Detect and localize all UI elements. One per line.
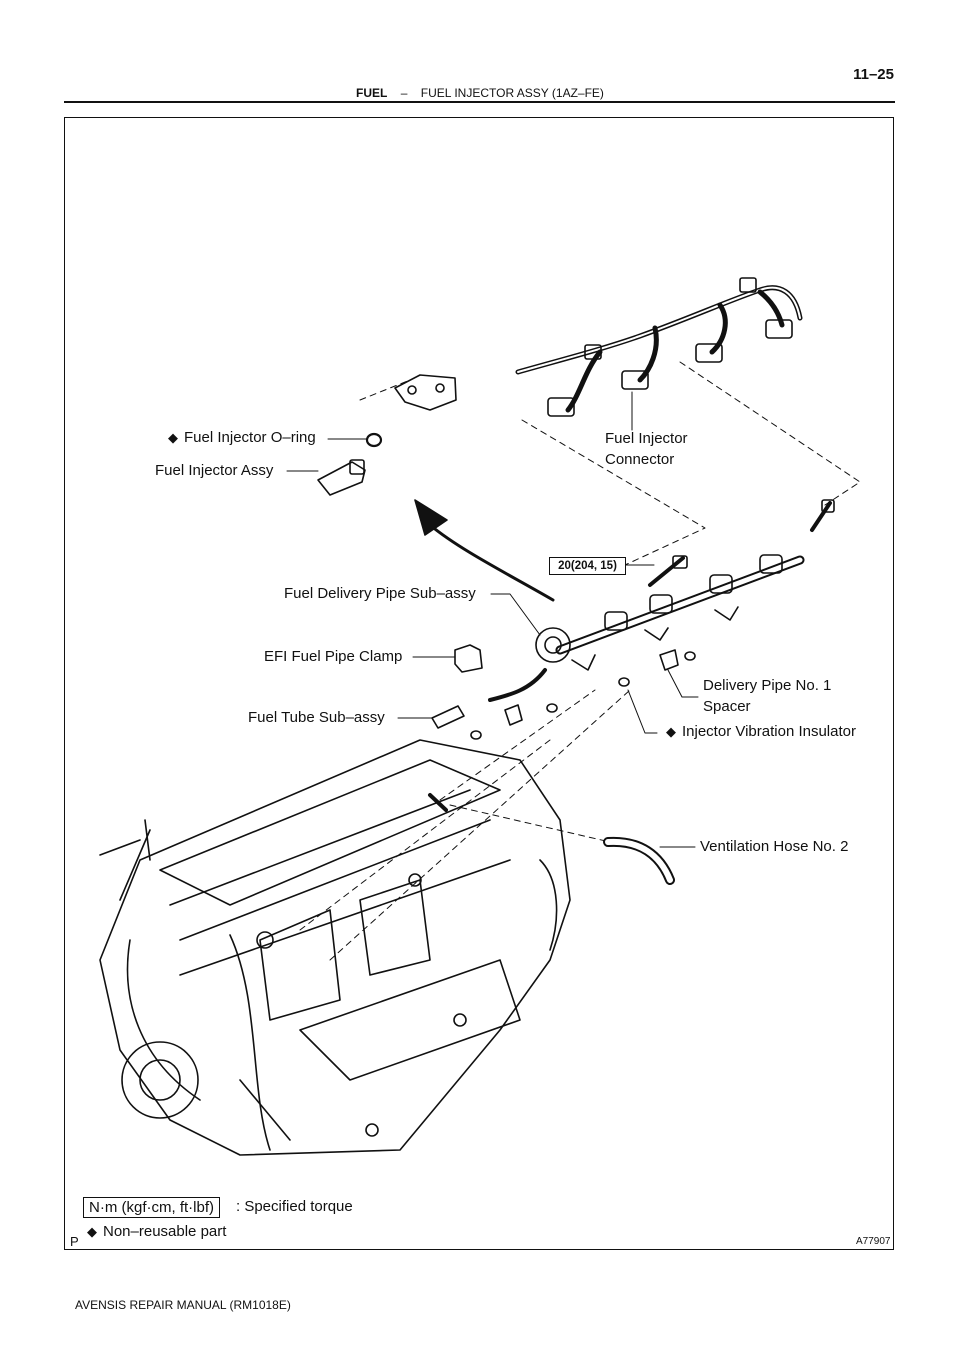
- legend-non-reusable: ◆ Non–reusable part: [87, 1223, 226, 1240]
- label-text: Fuel Injector O–ring: [184, 429, 316, 446]
- manual-footer: AVENSIS REPAIR MANUAL (RM1018E): [75, 1298, 291, 1312]
- label-fuel-injector-connector-2: Connector: [605, 451, 675, 468]
- legend-torque-unit: N·m (kgf·cm, ft·lbf): [83, 1197, 220, 1218]
- label-injector-vibration-insulator: ◆ Injector Vibration Insulator: [666, 723, 856, 740]
- label-efi-fuel-pipe-clamp: EFI Fuel Pipe Clamp: [264, 648, 403, 665]
- figure-marker: P: [70, 1234, 79, 1249]
- page-number: 11–25: [853, 66, 894, 83]
- label-ventilation-hose: Ventilation Hose No. 2: [700, 838, 849, 855]
- page-header: FUEL – FUEL INJECTOR ASSY (1AZ–FE): [0, 86, 960, 100]
- wire-harness: [515, 277, 803, 417]
- legend-non-reusable-text: Non–reusable part: [103, 1223, 227, 1240]
- header-separator: –: [400, 86, 408, 100]
- engine-block-outline: [99, 739, 571, 1156]
- legend-torque-text: : Specified torque: [236, 1198, 353, 1215]
- label-delivery-pipe-spacer-1: Delivery Pipe No. 1: [703, 677, 832, 694]
- label-fuel-injector-oring: ◆ Fuel Injector O–ring: [168, 429, 316, 446]
- torque-spec-box: 20(204, 15): [549, 557, 626, 575]
- label-fuel-injector-assy: Fuel Injector Assy: [155, 462, 274, 479]
- figure-frame: [64, 117, 894, 1250]
- section-title: FUEL: [356, 86, 388, 100]
- section-subtitle: FUEL INJECTOR ASSY (1AZ–FE): [420, 86, 604, 100]
- non-reusable-diamond-icon: ◆: [168, 430, 178, 445]
- figure-id: A77907: [856, 1236, 891, 1247]
- label-delivery-pipe-spacer-2: Spacer: [703, 698, 751, 715]
- non-reusable-diamond-icon: ◆: [87, 1224, 97, 1239]
- label-fuel-tube: Fuel Tube Sub–assy: [248, 709, 385, 726]
- header-rule: [64, 101, 895, 103]
- label-fuel-injector-connector-1: Fuel Injector: [605, 430, 688, 447]
- label-fuel-delivery-pipe: Fuel Delivery Pipe Sub–assy: [284, 585, 476, 602]
- non-reusable-diamond-icon: ◆: [666, 724, 676, 739]
- label-text: Injector Vibration Insulator: [682, 723, 856, 740]
